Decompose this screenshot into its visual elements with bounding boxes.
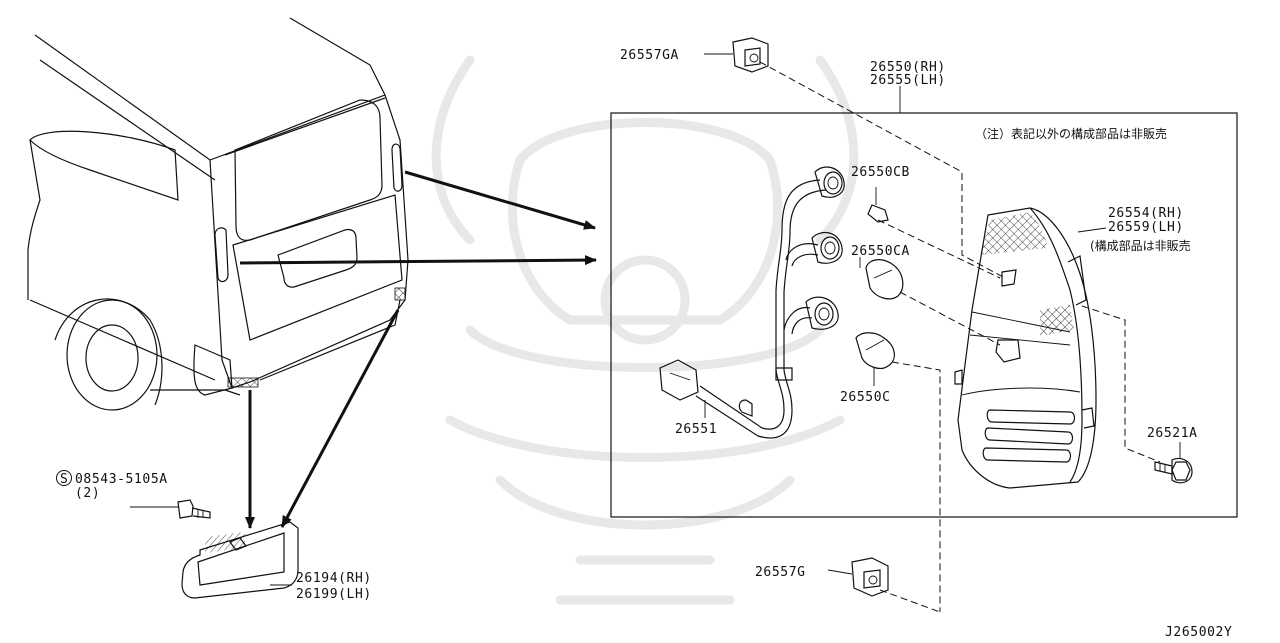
label-reflector-lh: 26199(LH)	[296, 587, 372, 602]
label-tail-lamp-lh: 26555(LH)	[870, 73, 946, 88]
note-not-sold: （注）表記以外の構成部品は非販売	[975, 126, 1167, 141]
pointer-arrows	[239, 170, 597, 529]
screw-symbol: S	[60, 472, 68, 487]
label-bolt-code: 08543-5105A	[75, 472, 168, 487]
socket-cb-part	[814, 166, 889, 223]
socket-c-part	[805, 296, 895, 370]
assembly-box	[610, 112, 1238, 518]
clip-top-part	[732, 37, 769, 73]
screw-symbol-circle	[56, 470, 72, 486]
leader-lines	[270, 53, 1181, 586]
label-screw: 26521A	[1147, 426, 1198, 441]
tail-lamp-lens-part	[954, 207, 1097, 489]
clip-bottom-part	[851, 557, 889, 597]
label-socket-ca: 26550CA	[851, 244, 910, 259]
screw-part	[1154, 457, 1193, 484]
label-tail-lamp-rh: 26550(RH)	[870, 60, 946, 75]
label-clip-top: 26557GA	[620, 48, 679, 63]
label-lens-lh: 26559(LH)	[1108, 220, 1184, 235]
watermark-logo	[431, 55, 859, 605]
socket-ca-part	[811, 231, 904, 300]
label-bolt-qty: (2)	[75, 486, 100, 501]
diagram-code: J265002Y	[1165, 625, 1232, 639]
label-lens-note: (構成部品は非販売	[1090, 238, 1191, 253]
label-reflector-rh: 26194(RH)	[296, 571, 372, 586]
bolt-part	[130, 499, 211, 519]
vehicle-rear-illustration	[27, 17, 409, 411]
label-socket-c: 26550C	[840, 390, 891, 405]
rear-reflector-part	[181, 521, 299, 599]
label-lens-rh: 26554(RH)	[1108, 206, 1184, 221]
assembly-dash-lines	[759, 61, 1161, 613]
label-socket-cb: 26550CB	[851, 165, 910, 180]
label-clip-bottom: 26557G	[755, 565, 806, 580]
label-harness: 26551	[675, 422, 717, 437]
